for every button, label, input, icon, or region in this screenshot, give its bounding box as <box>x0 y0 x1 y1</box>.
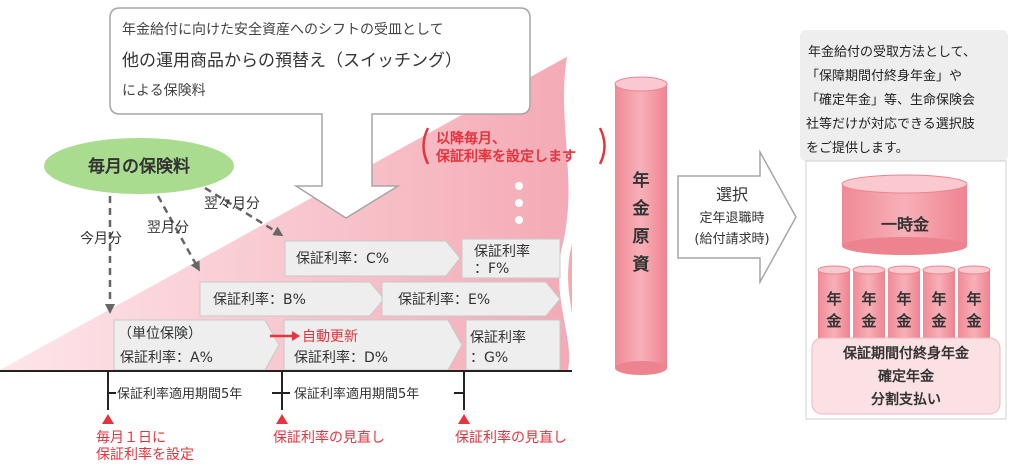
callout-line2: 他の運用商品からの預替え（スイッチング） <box>122 51 462 71</box>
payout-type-line3: 分割支払い <box>871 391 941 408</box>
selection-title: 選択 <box>716 185 748 204</box>
pension-cylinders: 年 金 年 金 年 金 年 金 <box>817 265 991 340</box>
this-month-label: 今月分 <box>80 231 122 247</box>
rate-box-d: 保証利率：D% <box>283 319 463 371</box>
marker-monthly: 毎月１日に 保証利率を設定 <box>96 414 194 463</box>
callout-line3: による保険料 <box>122 83 206 99</box>
selection-arrow: 選択 定年退職時 (給付請求時) <box>677 149 797 285</box>
rate-box-a: （単位保険） 保証利率：A% <box>113 319 280 371</box>
every-month-line1: 以降毎月、 <box>436 130 506 147</box>
continuation-dots <box>515 182 523 224</box>
rate-box-f: 保証利率 ：F% <box>461 238 561 279</box>
period-label-2: 保証利率適用期間5年 <box>294 386 419 402</box>
pension-cylinder-5-char-1: 年 <box>966 290 981 308</box>
auto-renew-label: 自動更新 <box>302 329 358 345</box>
right-note-line5: をご提供します。 <box>806 140 909 156</box>
callout-line1: 年金給付に向けた安全資産へのシフトの受皿として <box>122 21 444 38</box>
lump-sum-label: 一時金 <box>881 215 930 234</box>
pension-fund-char-1: 年 <box>633 170 650 191</box>
rate-box-f-line1: 保証利率 <box>474 243 530 260</box>
month-after-label: 翌々月分 <box>204 196 260 212</box>
right-note-line2: 「保障期間付終身年金」や <box>806 68 962 84</box>
payout-type-line2: 確定年金 <box>878 368 935 385</box>
rate-box-g: 保証利率 ：G% <box>465 319 561 371</box>
rate-box-g-line2: ：G% <box>470 350 508 366</box>
pension-fund-char-3: 原 <box>633 227 650 247</box>
right-note-line1: 年金給付の受取方法として、 <box>808 44 976 60</box>
pension-cylinder-3-char-1: 年 <box>896 290 911 308</box>
every-month-note: 以降毎月、 保証利率を設定します <box>422 127 606 165</box>
rate-box-b-label: 保証利率：B% <box>213 291 306 308</box>
pension-cylinder-2: 年 金 <box>852 265 886 340</box>
payout-panel: 年金給付の受取方法として、 「保障期間付終身年金」や 「確定年金」等、生命保険会… <box>800 30 1008 420</box>
marker-review-2-label: 保証利率の見直し <box>455 429 567 446</box>
pension-fund-cylinder: 年 金 原 資 <box>614 76 668 375</box>
payout-types-box: 保証期間付終身年金 確定年金 分割支払い <box>811 337 1001 415</box>
payout-type-line1: 保証期間付終身年金 <box>842 345 970 362</box>
selection-line1: 定年退職時 <box>699 211 764 226</box>
pension-cylinder-1-char-1: 年 <box>826 290 841 308</box>
pension-cylinder-2-char-1: 年 <box>861 290 876 308</box>
marker-review-1: 保証利率の見直し <box>273 414 385 446</box>
rate-box-d-label: 保証利率：D% <box>294 349 388 366</box>
period-label-1: 保証利率適用期間5年 <box>117 386 242 402</box>
rate-box-e: 保証利率：E% <box>381 281 561 317</box>
rate-box-c: 保証利率：C% <box>284 240 461 277</box>
marker-monthly-line1: 毎月１日に <box>96 430 166 446</box>
pension-cylinder-5: 年 金 <box>957 265 991 340</box>
pension-fund-char-2: 金 <box>632 198 651 219</box>
pension-cylinder-2-char-2: 金 <box>860 312 877 330</box>
pension-cylinder-3: 年 金 <box>887 265 921 340</box>
rate-box-g-line1: 保証利率 <box>470 329 526 346</box>
timeline <box>0 370 572 410</box>
rate-box-a-title: （単位保険） <box>118 326 202 342</box>
rate-box-a-label: 保証利率：A% <box>120 349 213 366</box>
pension-cylinder-5-char-2: 金 <box>965 312 982 330</box>
marker-monthly-line2: 保証利率を設定 <box>96 446 194 463</box>
lump-sum-cylinder: 一時金 <box>841 174 968 255</box>
rate-box-c-label: 保証利率：C% <box>296 250 389 267</box>
pension-cylinder-1: 年 金 <box>817 265 851 340</box>
monthly-premium-oval: 毎月の保険料 <box>44 138 234 194</box>
rate-box-b: 保証利率：B% <box>199 281 385 317</box>
rate-box-f-line2: ：F% <box>474 261 509 277</box>
marker-review-1-label: 保証利率の見直し <box>273 429 385 446</box>
premium-arrows <box>105 186 284 314</box>
auto-renew-note: 自動更新 <box>270 329 358 345</box>
next-month-label: 翌月分 <box>147 220 189 236</box>
pension-fund-char-4: 資 <box>633 255 650 275</box>
pension-cylinder-4-char-2: 金 <box>930 312 947 330</box>
pension-cylinder-4: 年 金 <box>922 265 956 340</box>
rate-box-e-label: 保証利率：E% <box>398 291 490 308</box>
pension-cylinder-1-char-2: 金 <box>825 312 842 330</box>
right-note-line3: 「確定年金」等、生命保険会 <box>806 92 975 108</box>
every-month-line2: 保証利率を設定します <box>435 148 576 165</box>
pension-cylinder-4-char-1: 年 <box>931 290 946 308</box>
marker-review-2: 保証利率の見直し <box>455 414 567 446</box>
selection-line2: (給付請求時) <box>694 232 769 247</box>
monthly-premium-label: 毎月の保険料 <box>88 156 190 177</box>
switching-callout: 年金給付に向けた安全資産へのシフトの受皿として 他の運用商品からの預替え（スイッ… <box>109 7 531 219</box>
pension-cylinder-3-char-2: 金 <box>895 312 912 330</box>
right-note-line4: 社等だけが対応できる選択肢 <box>806 116 975 132</box>
